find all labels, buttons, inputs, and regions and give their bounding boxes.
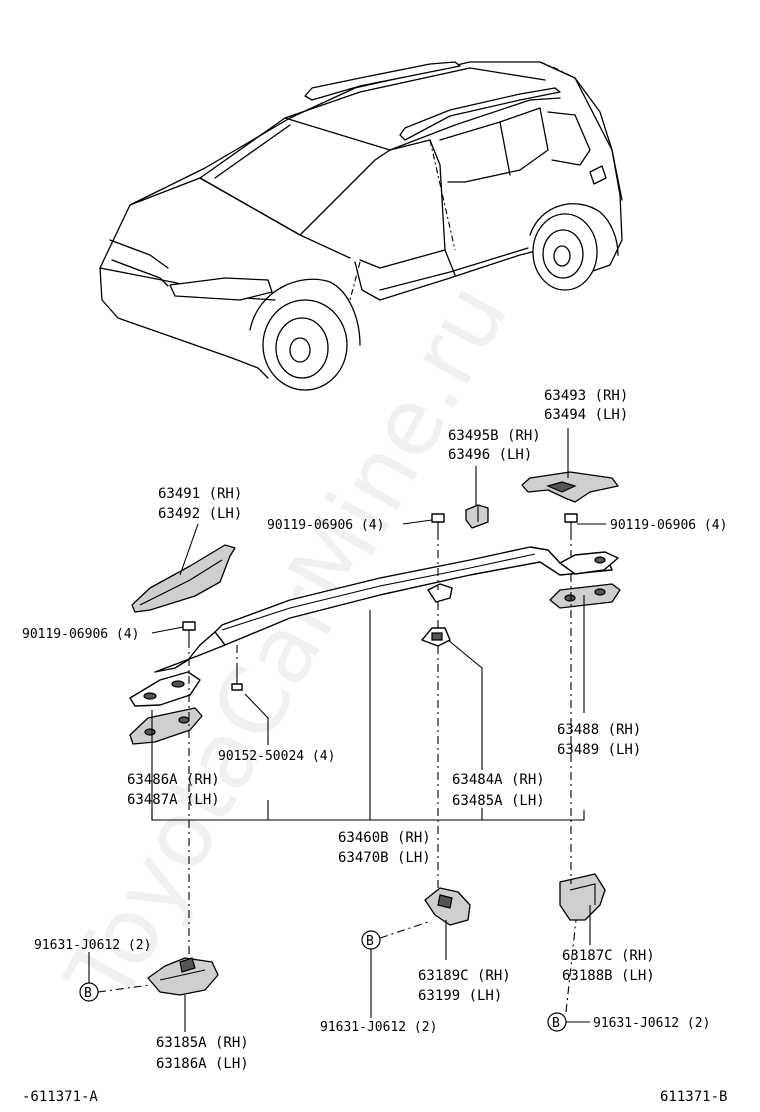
label-63493: 63493 (RH) bbox=[544, 388, 628, 404]
label-63492: 63492 (LH) bbox=[158, 506, 242, 522]
center-bracket bbox=[421, 627, 451, 647]
label-bolt-center: 90119-06906 (4) bbox=[267, 518, 384, 533]
label-63484a: 63484A (RH) bbox=[452, 772, 545, 788]
label-63486a: 63486A (RH) bbox=[127, 772, 220, 788]
footer-right: 611371-B bbox=[660, 1089, 727, 1105]
leader-lines bbox=[88, 428, 606, 1032]
bolt-center-icon bbox=[431, 513, 445, 532]
clip-right bbox=[559, 873, 606, 921]
label-63495b: 63495B (RH) bbox=[448, 428, 541, 444]
label-clip-left: 91631-J0612 (2) bbox=[34, 938, 151, 953]
end-cover-front bbox=[131, 544, 236, 613]
label-63470b: 63470B (LH) bbox=[338, 850, 431, 866]
label-63489: 63489 (LH) bbox=[557, 742, 641, 758]
label-63189c: 63189C (RH) bbox=[418, 968, 511, 984]
label-clip-center: 91631-J0612 (2) bbox=[320, 1020, 437, 1035]
label-63188b: 63188B (LH) bbox=[562, 968, 655, 984]
front-bracket bbox=[129, 671, 201, 707]
label-63496: 63496 (LH) bbox=[448, 447, 532, 463]
center-clip-upper bbox=[427, 583, 453, 603]
label-screw: 90152-50024 (4) bbox=[218, 749, 335, 764]
vehicle-illustration bbox=[99, 61, 623, 391]
rail-cap bbox=[465, 504, 489, 529]
clip-left bbox=[147, 957, 219, 996]
bolt-right-icon bbox=[564, 513, 578, 532]
bolt-left-icon bbox=[182, 621, 196, 640]
end-cover-rear bbox=[521, 471, 619, 503]
label-63485a: 63485A (LH) bbox=[452, 793, 545, 809]
rear-bracket bbox=[559, 551, 619, 575]
marker-b-right: B bbox=[547, 1012, 567, 1032]
hidden-lines bbox=[97, 532, 577, 1013]
marker-b-left: B bbox=[79, 982, 99, 1002]
screw-icon bbox=[231, 670, 243, 691]
label-bolt-right: 90119-06906 (4) bbox=[610, 518, 727, 533]
clip-center bbox=[424, 887, 471, 926]
label-63185a: 63185A (RH) bbox=[156, 1035, 249, 1051]
label-63494: 63494 (LH) bbox=[544, 407, 628, 423]
footer-left: -611371-A bbox=[22, 1089, 98, 1105]
marker-b-center: B bbox=[361, 930, 381, 950]
rear-pad bbox=[549, 583, 621, 609]
label-clip-right: 91631-J0612 (2) bbox=[593, 1016, 710, 1031]
label-63491: 63491 (RH) bbox=[158, 486, 242, 502]
marker-b-center-text: B bbox=[366, 934, 374, 949]
label-63460b: 63460B (RH) bbox=[338, 830, 431, 846]
label-63488: 63488 (RH) bbox=[557, 722, 641, 738]
marker-b-right-text: B bbox=[552, 1016, 560, 1031]
label-63187c: 63187C (RH) bbox=[562, 948, 655, 964]
label-63199: 63199 (LH) bbox=[418, 988, 502, 1004]
part-labels: 63493 (RH) 63494 (LH) 63495B (RH) 63496 … bbox=[22, 388, 727, 1105]
marker-b-left-text: B bbox=[84, 986, 92, 1001]
label-63186a: 63186A (LH) bbox=[156, 1056, 249, 1072]
label-bolt-left: 90119-06906 (4) bbox=[22, 627, 139, 642]
label-63487a: 63487A (LH) bbox=[127, 792, 220, 808]
